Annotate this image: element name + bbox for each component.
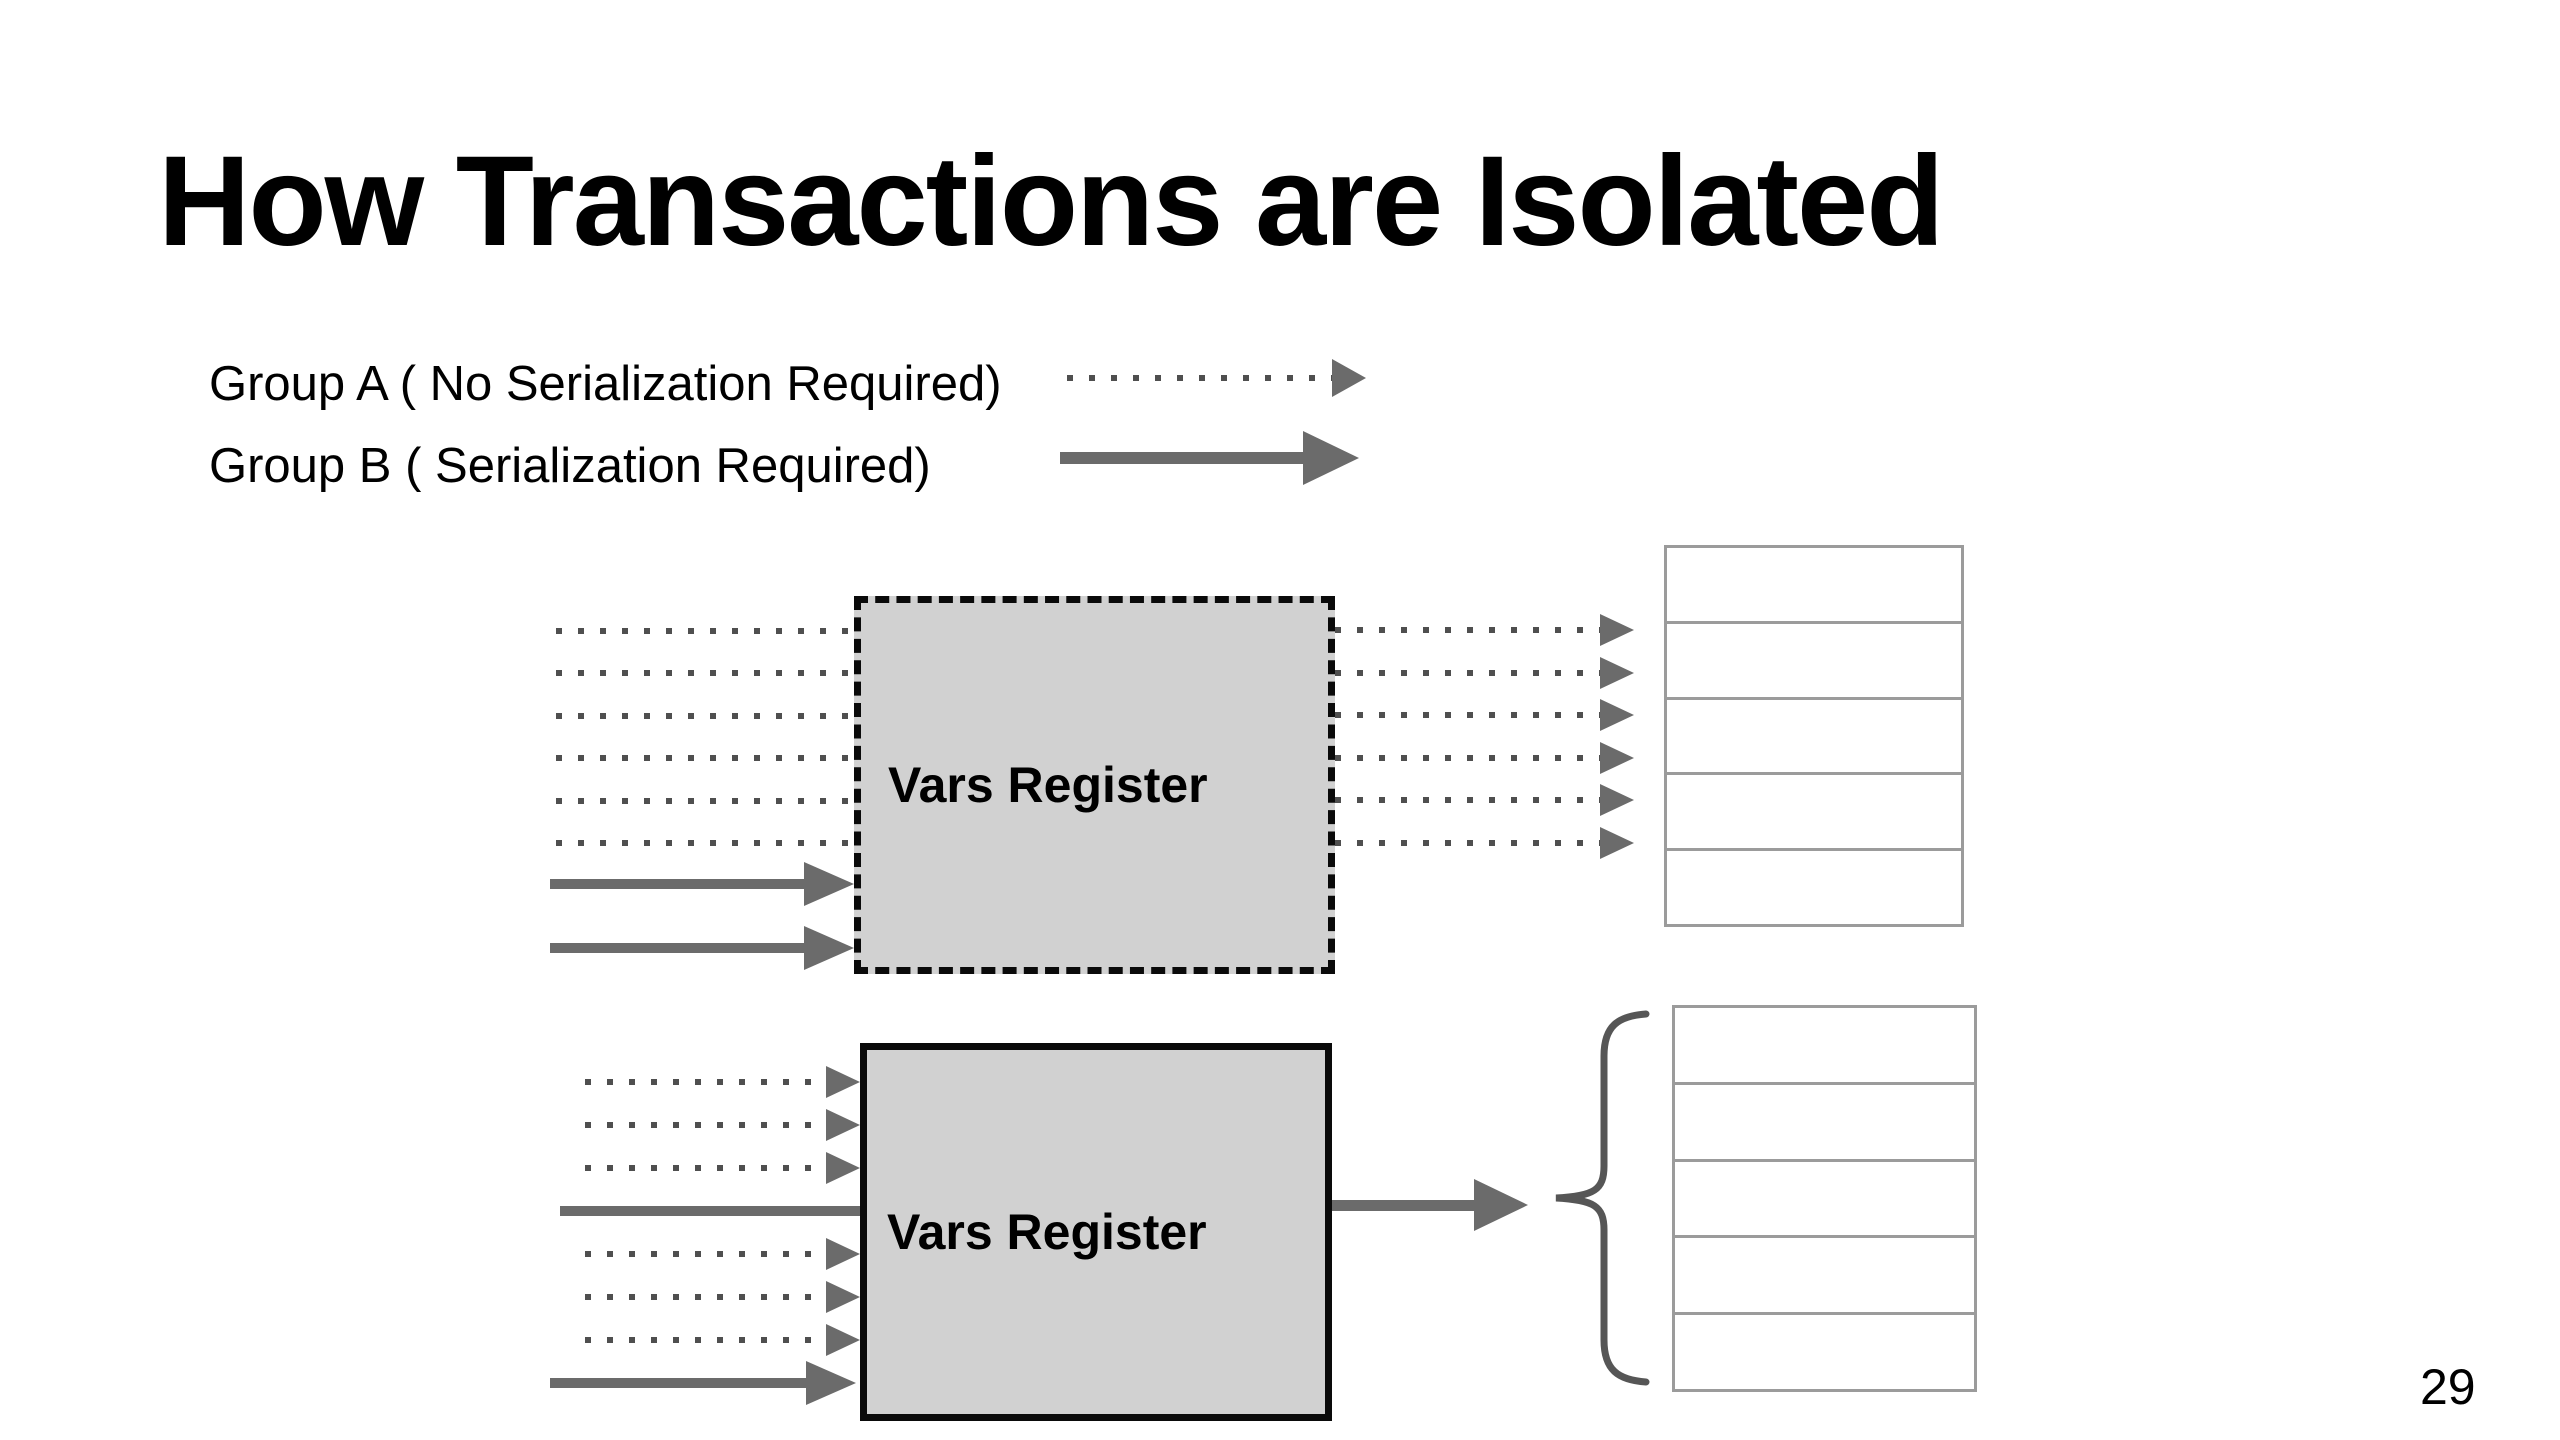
dotted-output-arrow [1335,827,1634,859]
arrowhead-icon [826,1066,860,1098]
dotted-line [585,1294,826,1300]
arrowhead-icon [804,926,854,970]
memory-table-row [1667,772,1961,848]
dotted-input-arrow [585,1324,860,1356]
top-vars-register-box: Vars Register [854,596,1335,974]
arrowhead-icon [826,1281,860,1313]
dotted-line [556,755,854,762]
dotted-input-line [556,840,854,846]
solid-input-arrow [550,926,854,970]
solid-line [1060,452,1303,464]
dotted-line [585,1122,826,1128]
arrowhead-icon [826,1324,860,1356]
memory-table-row [1675,1235,1974,1312]
top-vars-register-label: Vars Register [888,757,1208,813]
arrowhead-icon [1600,614,1634,646]
dotted-output-arrow [1335,656,1634,689]
dotted-line [556,712,854,719]
dotted-output-arrow [1335,614,1634,646]
dotted-output-arrow [1335,741,1634,774]
solid-line [550,879,804,889]
arrowhead-icon [1332,359,1366,397]
arrowhead-icon [1303,431,1359,485]
bottom-vars-register-box: Vars Register [860,1043,1332,1421]
memory-table-row [1675,1081,1974,1159]
dotted-line [585,1079,826,1085]
arrowhead-icon [1600,741,1634,774]
legend-solid-arrow-icon [1060,431,1359,485]
dotted-output-arrow [1335,699,1634,732]
dotted-input-arrow [585,1109,860,1141]
dotted-line [1335,754,1600,761]
curly-brace-icon [1555,1010,1650,1386]
arrowhead-icon [1600,827,1634,859]
dotted-input-arrow [585,1066,860,1098]
solid-line [1332,1199,1474,1211]
dotted-input-line [556,797,854,804]
dotted-input-line [556,712,854,719]
dotted-line [585,1337,826,1343]
slide-title: How Transactions are Isolated [158,130,1944,273]
dotted-line [1335,712,1600,719]
dotted-input-line [556,670,854,677]
solid-line [560,1206,860,1216]
legend-group-a-label: Group A ( No Serialization Required) [209,357,1002,411]
arrowhead-icon [826,1109,860,1141]
memory-table-row [1667,548,1961,621]
bottom-memory-table [1672,1005,1977,1392]
dotted-line [1067,375,1332,381]
dotted-line [556,628,854,634]
memory-table-row [1675,1312,1974,1389]
dotted-input-arrow [585,1281,860,1313]
legend-dotted-arrow-icon [1067,359,1366,397]
solid-input-line [550,1206,860,1216]
dotted-line [556,797,854,804]
arrowhead-icon [826,1152,860,1184]
legend-group-b-label: Group B ( Serialization Required) [209,439,931,493]
memory-table-row [1675,1008,1974,1082]
dotted-line [585,1165,826,1171]
dotted-input-line [556,755,854,762]
dotted-output-arrow [1335,784,1634,817]
arrowhead-icon [1600,784,1634,817]
dotted-line [1335,797,1600,804]
arrowhead-icon [806,1361,856,1405]
top-memory-table [1664,545,1964,927]
dotted-line [556,670,854,677]
arrowhead-icon [1600,656,1634,689]
memory-table-row [1667,696,1961,773]
arrowhead-icon [1600,699,1634,732]
dotted-input-line [556,628,854,634]
dotted-line [1335,669,1600,676]
bottom-vars-register-label: Vars Register [887,1204,1207,1260]
arrowhead-icon [1474,1179,1528,1231]
memory-table-row [1675,1158,1974,1236]
arrowhead-icon [804,862,854,906]
solid-line [550,943,804,953]
arrowhead-icon [826,1238,860,1270]
solid-input-arrow [550,862,854,906]
bottom-register-output-arrow [1332,1179,1528,1231]
dotted-line [1335,840,1600,846]
dotted-line [585,1251,826,1257]
dotted-input-arrow [585,1152,860,1184]
solid-line [550,1378,806,1388]
page-number: 29 [2420,1359,2476,1415]
dotted-input-arrow [585,1238,860,1270]
solid-input-arrow [550,1361,856,1405]
memory-table-row [1667,848,1961,924]
dotted-line [1335,627,1600,633]
dotted-line [556,840,854,846]
memory-table-row [1667,620,1961,697]
